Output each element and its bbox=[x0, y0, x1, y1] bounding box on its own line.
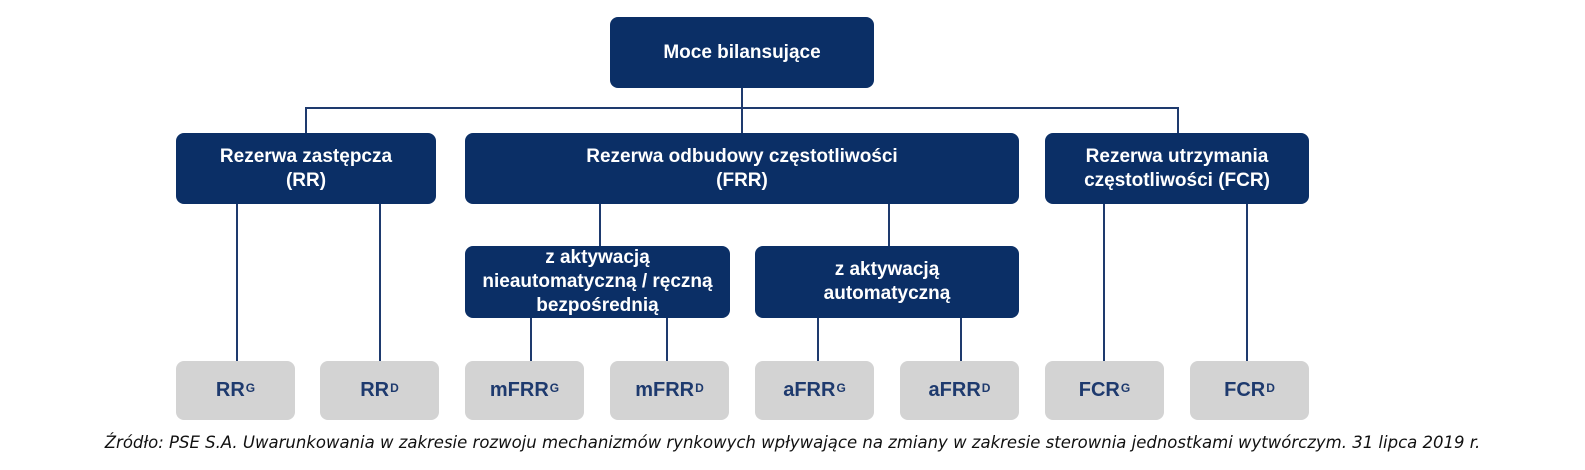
leaf-afrr-d-base: aFRR bbox=[928, 379, 981, 401]
leaf-fcr-d-base: FCR bbox=[1224, 379, 1266, 401]
connector-rr-to-rr-g bbox=[236, 204, 238, 362]
leaf-mfrr-d-sup: D bbox=[695, 380, 704, 395]
box-manual-activation: z aktywacją nieautomatyczną / ręczną bez… bbox=[465, 246, 730, 318]
box-automatic-activation: z aktywacją automatyczną bbox=[755, 246, 1019, 318]
connector-frr-to-automatic bbox=[888, 204, 890, 247]
connector-automatic-to-afrr-d bbox=[960, 317, 962, 362]
connector-frr-to-manual bbox=[599, 204, 601, 247]
box-frequency-containment-reserve: Rezerwa utrzymania częstotliwości (FCR) bbox=[1045, 133, 1309, 204]
connector-to-fcr bbox=[1177, 107, 1179, 134]
root-box-balancing-power: Moce bilansujące bbox=[610, 17, 874, 88]
replacement-reserve-label: Rezerwa zastępcza (RR) bbox=[219, 145, 393, 191]
connector-fcr-to-fcr-g bbox=[1103, 204, 1105, 362]
frequency-restoration-reserve-label: Rezerwa odbudowy częstotliwości (FRR) bbox=[586, 145, 898, 191]
leaf-rr-d-sup: D bbox=[390, 380, 399, 395]
leaf-afrr-g-base: aFRR bbox=[783, 379, 836, 401]
manual-activation-label: z aktywacją nieautomatyczną / ręczną bez… bbox=[482, 247, 713, 316]
connector-to-frr bbox=[741, 88, 743, 134]
leaf-afrr-d-sup: D bbox=[981, 380, 991, 395]
leaf-rr-d-base: RR bbox=[360, 379, 390, 401]
box-frequency-restoration-reserve: Rezerwa odbudowy częstotliwości (FRR) bbox=[465, 133, 1019, 204]
leaf-fcr-g-base: FCR bbox=[1078, 379, 1120, 401]
connector-fcr-to-fcr-d bbox=[1246, 204, 1248, 362]
leaf-fcr-g-sup: G bbox=[1120, 380, 1131, 395]
source-caption: Źródło: PSE S.A. Uwarunkowania w zakresi… bbox=[104, 433, 1481, 452]
connector-manual-to-mfrr-d bbox=[666, 317, 668, 362]
connector-to-rr bbox=[305, 107, 307, 134]
leaf-mfrr-g-sup: G bbox=[549, 380, 560, 395]
leaf-mfrr-d-base: mFRR bbox=[635, 379, 695, 401]
leaf-mfrr-g-base: mFRR bbox=[489, 379, 549, 401]
connector-automatic-to-afrr-g bbox=[817, 317, 819, 362]
connector-rr-to-rr-d bbox=[379, 204, 381, 362]
connector-manual-to-mfrr-g bbox=[530, 317, 532, 362]
root-box-label: Moce bilansujące bbox=[663, 41, 821, 63]
leaf-afrr-g-sup: G bbox=[836, 380, 846, 395]
frequency-containment-reserve-label: Rezerwa utrzymania częstotliwości (FCR) bbox=[1084, 145, 1270, 191]
automatic-activation-label: z aktywacją automatyczną bbox=[823, 259, 951, 304]
leaf-fcr-d-sup: D bbox=[1266, 380, 1275, 395]
box-replacement-reserve: Rezerwa zastępcza (RR) bbox=[176, 133, 436, 204]
leaf-rr-g-sup: G bbox=[245, 380, 256, 395]
leaf-rr-g-base: RR bbox=[215, 379, 245, 401]
